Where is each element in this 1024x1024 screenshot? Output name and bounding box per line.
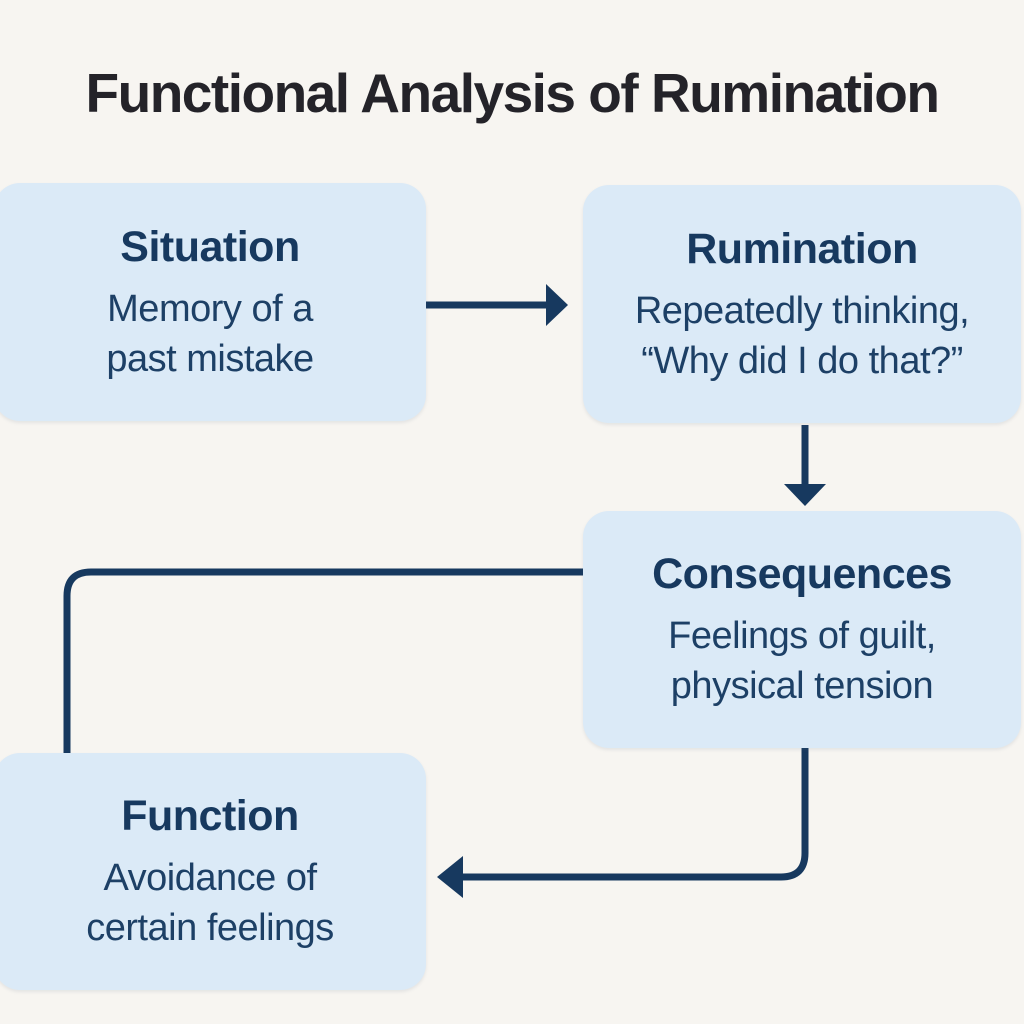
connector-consequences-to-function-left-line — [63, 568, 583, 756]
node-consequences-body: Feelings of guilt, physical tension — [668, 615, 936, 707]
node-rumination: Rumination Repeatedly thinking, “Why did… — [583, 185, 1021, 423]
connector-consequences-to-function-left — [63, 568, 583, 756]
node-situation: Situation Memory of a past mistake — [0, 183, 426, 421]
arrow-left-head-icon — [437, 856, 463, 898]
arrow-consequences-to-function — [437, 748, 809, 898]
node-function: Function Avoidance of certain feelings — [0, 753, 426, 990]
node-function-heading: Function — [121, 792, 299, 840]
arrow-right-head-icon — [546, 284, 568, 326]
node-rumination-body: Repeatedly thinking, “Why did I do that?… — [634, 289, 970, 382]
node-situation-body: Memory of a past mistake — [106, 287, 314, 380]
diagram-title: Functional Analysis of Rumination — [85, 62, 940, 124]
arrow-rumination-to-consequences — [784, 425, 826, 506]
arrow-down-head-icon — [784, 484, 826, 506]
arrow-consequences-to-function-line — [463, 748, 809, 881]
node-function-body: Avoidance of certain feelings — [86, 857, 334, 949]
node-rumination-heading: Rumination — [686, 224, 918, 273]
node-consequences: Consequences Feelings of guilt, physical… — [583, 511, 1021, 748]
node-consequences-heading: Consequences — [652, 550, 952, 598]
arrow-situation-to-rumination — [426, 284, 568, 326]
node-situation-heading: Situation — [120, 222, 300, 271]
